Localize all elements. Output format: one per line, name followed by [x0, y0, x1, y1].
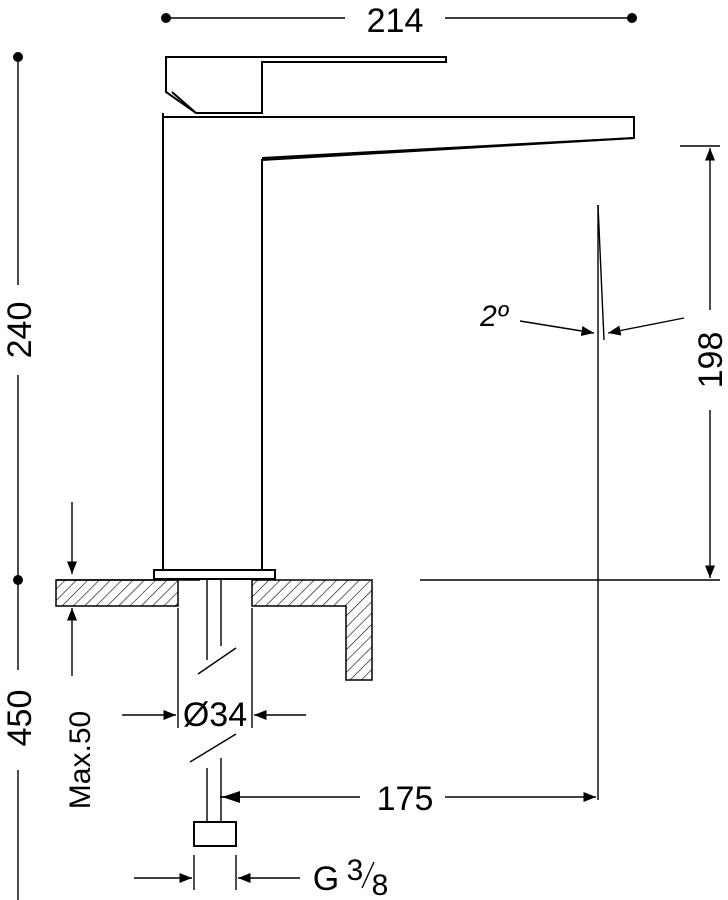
dimension-spout-height: 198: [680, 145, 728, 578]
dimension-reach-label: 175: [377, 780, 434, 818]
dimension-angle-label: 2º: [479, 300, 510, 333]
supply-hose: [189, 580, 237, 847]
dimension-width-label: 214: [367, 2, 424, 40]
dimension-max-thickness: Max.50: [56, 502, 200, 809]
dimension-spout-reach: 175: [220, 205, 720, 818]
countertop-section: [55, 579, 373, 681]
dimension-height-total: 240: [1, 52, 39, 585]
dimension-max-thickness-label: Max.50: [64, 711, 97, 809]
connection-fraction-denominator: 8: [372, 869, 389, 900]
dimension-hole-diameter: Ø34: [122, 608, 306, 734]
dimension-spout-height-label: 198: [692, 332, 728, 389]
dimension-angle: 2º: [479, 204, 685, 341]
dimension-width-top: 214: [161, 2, 637, 40]
dimension-under-counter-label: 450: [1, 690, 39, 747]
dimension-connection: G 3 8: [134, 854, 388, 900]
dimension-hole-label: Ø34: [183, 696, 247, 734]
connection-fraction-numerator: 3: [347, 854, 364, 887]
faucet-body: [153, 56, 635, 580]
dimension-height-label: 240: [1, 302, 39, 359]
connection-thread-label: G: [313, 860, 339, 898]
dimension-under-counter: 450: [1, 580, 39, 900]
